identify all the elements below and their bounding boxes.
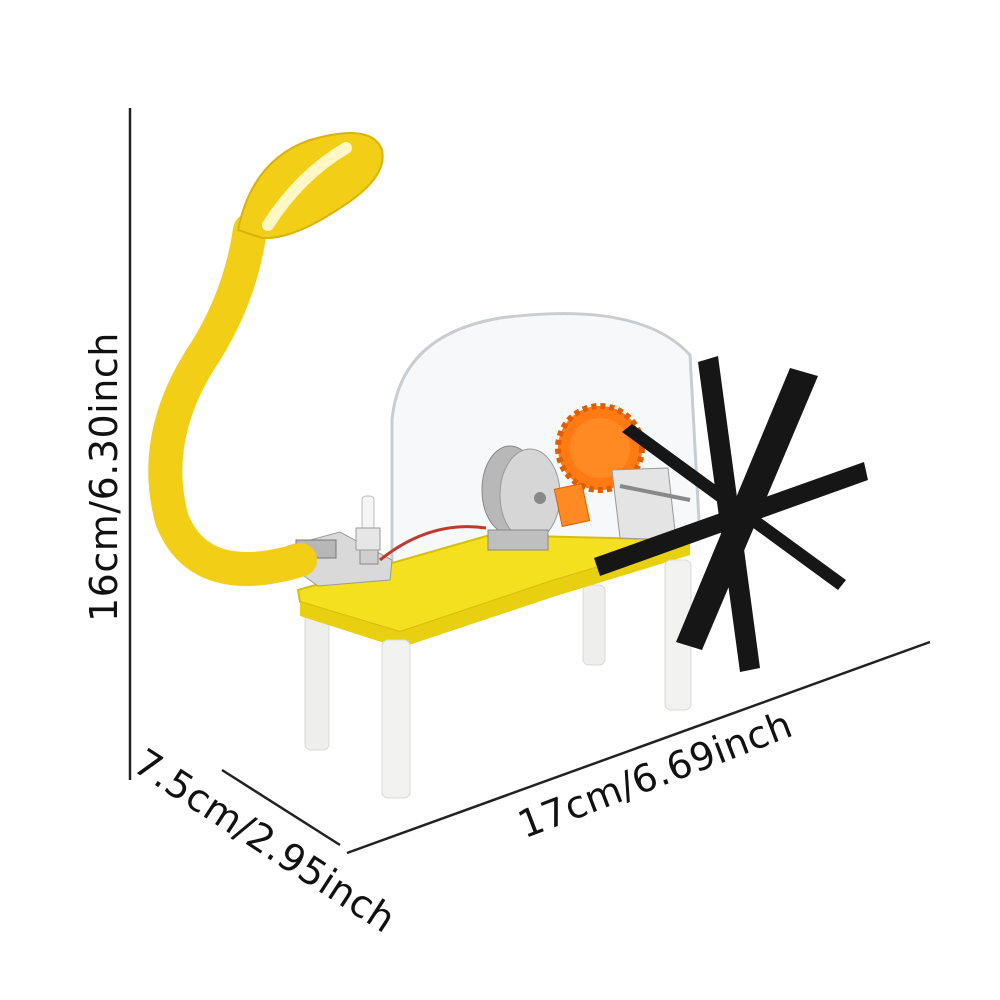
dc-motor	[481, 445, 561, 551]
dimension-lines	[128, 108, 931, 855]
motor-wires	[379, 525, 487, 562]
width-dimension-line	[346, 640, 931, 855]
table-legs-front	[381, 559, 692, 799]
toggle-switch	[355, 495, 381, 551]
black-propeller	[594, 356, 868, 672]
orange-gear	[553, 403, 645, 528]
leg-back-right	[582, 584, 606, 666]
height-dimension-label: 16cm/6.30inch	[82, 332, 126, 622]
leg-front-left	[381, 639, 411, 799]
depth-dimension-line	[221, 768, 341, 847]
usb-led-lamp	[148, 131, 384, 586]
